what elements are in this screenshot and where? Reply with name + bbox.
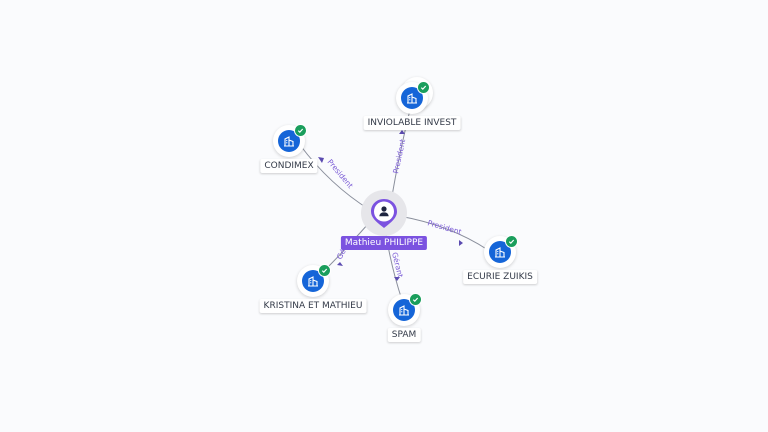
building-icon [393, 299, 415, 321]
arrow-ecurie [459, 240, 463, 246]
building-icon [302, 270, 324, 292]
check-icon [505, 235, 518, 248]
edge-label-ecurie: President [426, 218, 462, 236]
node-label: ECURIE ZUIKIS [463, 270, 537, 284]
arrow-spam [394, 277, 400, 281]
node-label: INVIOLABLE INVEST [363, 116, 461, 130]
building-icon [278, 130, 300, 152]
arrow-kristina [337, 262, 343, 266]
check-icon [417, 81, 430, 94]
check-icon [409, 293, 422, 306]
edge-label-inviolable: President [391, 138, 407, 174]
node-label: SPAM [387, 328, 421, 342]
arrow-condimex [318, 157, 324, 163]
arrow-inviolable [399, 130, 405, 134]
building-icon [401, 87, 423, 109]
person-icon [371, 199, 397, 228]
check-icon [318, 264, 331, 277]
check-icon [294, 124, 307, 137]
building-icon [489, 241, 511, 263]
edge-label-condimex: President [325, 158, 354, 191]
person-name-label: Mathieu PHILIPPE [340, 236, 428, 250]
node-label: KRISTINA ET MATHIEU [259, 299, 367, 313]
edge-label-kristina: Gé [335, 247, 348, 261]
node-label: CONDIMEX [260, 159, 318, 173]
edge-ecurie [398, 215, 489, 251]
edge-condimex [299, 144, 371, 211]
